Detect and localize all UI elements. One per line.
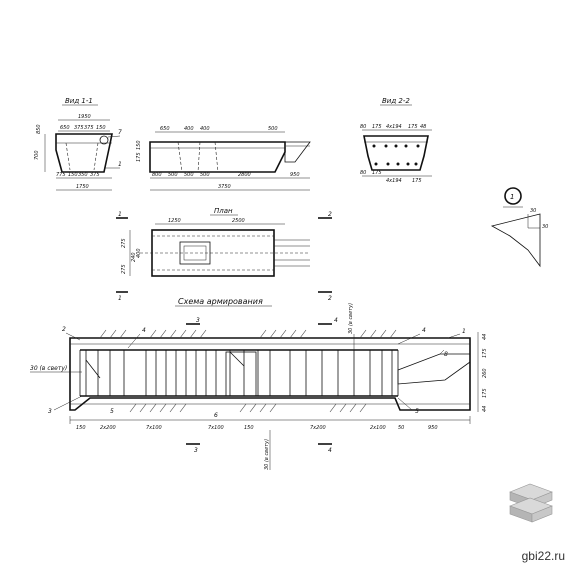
plan-dim: 1250 (168, 218, 181, 224)
leader-clear-top: 30 (в свету) (348, 303, 354, 334)
elevation-dim: 950 (290, 172, 300, 178)
section-mark: 4 (334, 317, 338, 324)
plan-dim: 275 (121, 264, 127, 274)
site-logo (509, 483, 553, 523)
plan-dim: 400 (136, 248, 142, 258)
view22-dim: 48 (420, 124, 426, 130)
scheme-dim: 44 (482, 334, 488, 340)
leader-clear-bottom: 30 (в свету) (264, 439, 270, 470)
elevation-view: 650 400 400 500 175 150 800 500 500 500 … (136, 126, 311, 191)
position-callout: 1 (462, 328, 466, 335)
node-dim: 30 (542, 224, 548, 230)
view22-dim: 175 (372, 170, 382, 176)
node-dim: 30 (530, 208, 536, 214)
view22-dim: 4x194 (386, 124, 402, 130)
plan-dim: 240 (131, 252, 137, 262)
scheme-dim: 7x100 (208, 425, 224, 431)
scheme-dim: 260 (482, 368, 488, 378)
view22-bars (372, 144, 420, 166)
view11-dim: 1750 (76, 184, 89, 190)
watermark-text: gbi22.ru (521, 549, 565, 563)
scheme-title: Схема армирования (178, 297, 263, 306)
node-label: 1 (510, 193, 514, 201)
position-callout: 5 (415, 408, 419, 415)
scheme-dim: 44 (482, 406, 488, 412)
view11-dim: 775 (56, 172, 66, 178)
scheme-dim: 150 (76, 425, 86, 431)
scheme-dim: 175 (482, 388, 488, 398)
scheme-dim: 2x200 (100, 425, 116, 431)
section-mark: 2 (328, 295, 332, 302)
view11-dim: 375 (74, 125, 84, 131)
view11-dim: 150 (68, 172, 78, 178)
scheme-dim: 7x100 (146, 425, 162, 431)
position-callout: 4 (422, 327, 426, 334)
view11-dim: 375 (84, 125, 94, 131)
view11-dim: 150 (96, 125, 106, 131)
view11-dim: 650 (60, 125, 70, 131)
view-2-2: Вид 2-2 80 175 4x194 175 48 80 175 4x194… (360, 97, 432, 184)
position-callout: 4 (142, 327, 146, 334)
view22-dim: 80 (360, 124, 366, 130)
plan-dim: 2500 (232, 218, 245, 224)
elevation-dim: 400 (200, 126, 210, 132)
plan-dim: 275 (121, 238, 127, 248)
section-mark: 3 (196, 317, 200, 324)
elevation-dim: 150 (136, 140, 142, 150)
view11-title: Вид 1-1 (65, 97, 93, 105)
section-mark: 3 (194, 447, 198, 454)
view11-dim-total: 1950 (78, 114, 91, 120)
position-callout: 5 (110, 408, 114, 415)
view22-dim: 175 (412, 178, 422, 184)
node-detail: 1 30 30 (490, 187, 548, 268)
elevation-dim: 650 (160, 126, 170, 132)
section-mark: 4 (328, 447, 332, 454)
plan-title: План (214, 207, 233, 215)
view22-title: Вид 2-2 (382, 97, 410, 105)
scheme-dim: 2x100 (370, 425, 386, 431)
section-mark: 1 (118, 211, 122, 218)
reinforcement-scheme: Схема армирования (30, 297, 488, 470)
view11-dim: 375 (90, 172, 100, 178)
section-mark: 1 (118, 295, 122, 302)
view11-callout: 1 (118, 161, 122, 168)
elevation-dim: 500 (184, 172, 194, 178)
section-mark: 2 (328, 211, 332, 218)
scheme-dim: 175 (482, 348, 488, 358)
view22-dim: 175 (408, 124, 418, 130)
view11-callout: 7 (118, 129, 122, 136)
view11-dim: 700 (34, 150, 40, 160)
scheme-dim: 50 (398, 425, 404, 431)
view-1-1: Вид 1-1 1950 650 375 375 150 850 700 7 1… (34, 97, 122, 191)
scheme-dim: 150 (244, 425, 254, 431)
view11-dim: 850 (36, 124, 42, 134)
position-callout: 8 (444, 351, 448, 358)
view22-dim: 80 (360, 170, 366, 176)
scheme-dim: 950 (428, 425, 438, 431)
elevation-dim: 3750 (218, 184, 231, 190)
view11-dim: 350 (78, 172, 88, 178)
view22-dim: 175 (372, 124, 382, 130)
elevation-dim: 500 (268, 126, 278, 132)
elevation-dim: 400 (184, 126, 194, 132)
elevation-dim: 500 (200, 172, 210, 178)
elevation-dim: 500 (168, 172, 178, 178)
scheme-dim: 7x200 (310, 425, 326, 431)
leader-clear-left: 30 (в свету) (30, 365, 67, 372)
elevation-dim: 175 (136, 152, 142, 162)
stirrups (85, 350, 393, 396)
elevation-dim: 800 (152, 172, 162, 178)
plan-view: План 1250 2500 275 240 275 400 1 1 2 2 (116, 207, 332, 302)
position-callout: 6 (214, 412, 218, 419)
elevation-dim: 2800 (238, 172, 251, 178)
position-callout: 3 (48, 408, 52, 415)
position-callout: 2 (62, 326, 66, 333)
view22-dim: 4x194 (386, 178, 402, 184)
